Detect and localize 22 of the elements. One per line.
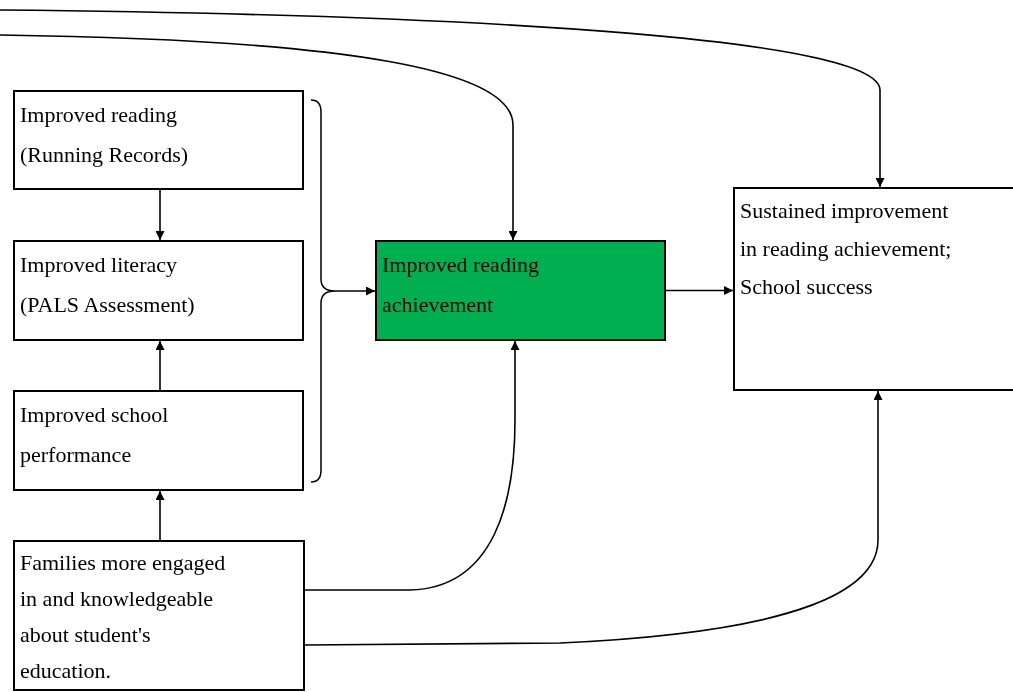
box-text: Improved reading (Running Records) [20, 101, 190, 169]
outcome-box [13, 240, 304, 341]
box-text: Families more engaged in and knowledgeable about student's education. [20, 549, 227, 685]
arrow [334, 286, 376, 296]
arrow [155, 340, 165, 391]
highlighted-box [375, 240, 666, 341]
brace-shape [310, 98, 336, 484]
box-text: Improved school performance [20, 401, 170, 469]
arrow [155, 490, 165, 541]
outcome-box [13, 390, 304, 491]
box-text: Improved reading achievement [382, 251, 540, 319]
outcome-box [13, 90, 304, 190]
outcome-box [733, 187, 1013, 391]
outcome-box [13, 540, 305, 691]
arrow [665, 286, 734, 295]
arrow [155, 189, 165, 241]
box-text: Sustained improvement in reading achievement; School success [740, 197, 953, 301]
arrow [0, 34, 518, 241]
arrow [304, 390, 883, 646]
arrow [304, 340, 520, 591]
box-text: Improved literacy (PALS Assessment) [20, 251, 196, 319]
arrow [0, 9, 885, 188]
